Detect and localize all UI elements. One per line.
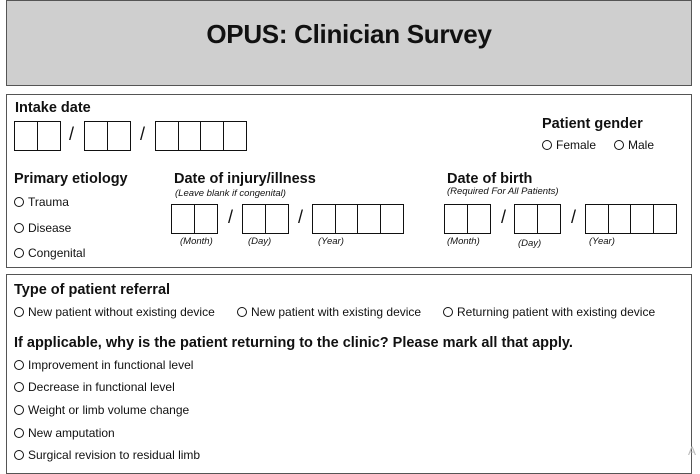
returning-option-surgical-revision[interactable]: Surgical revision to residual limb xyxy=(14,448,200,462)
patient-info-panel xyxy=(6,94,692,268)
returning-amputation-label: New amputation xyxy=(28,426,115,440)
referral-option-returning-with-device[interactable]: Returning patient with existing device xyxy=(443,305,655,319)
gender-option-male[interactable]: Male xyxy=(614,138,654,152)
referral-type-label: Type of patient referral xyxy=(14,282,171,298)
returning-surgical-checkbox[interactable] xyxy=(14,450,24,460)
birth-year-caption: (Year) xyxy=(589,236,615,247)
etiology-option-congenital[interactable]: Congenital xyxy=(14,246,85,260)
birth-date-label: Date of birth xyxy=(447,171,533,187)
returning-surgical-label: Surgical revision to residual limb xyxy=(28,448,201,462)
intake-year-digit-2[interactable] xyxy=(177,121,202,151)
etiology-congenital-radio[interactable] xyxy=(14,248,24,258)
etiology-option-trauma[interactable]: Trauma xyxy=(14,195,69,209)
returning-reason-question: If applicable, why is the patient return… xyxy=(14,335,573,351)
birth-year-digit-3[interactable] xyxy=(630,204,654,234)
injury-month-caption: (Month) xyxy=(180,236,213,247)
injury-year-digit-1[interactable] xyxy=(312,204,336,234)
birth-day-caption: (Day) xyxy=(518,238,542,249)
intake-year-boxes xyxy=(155,121,247,151)
intake-month-digit-1[interactable] xyxy=(14,121,38,151)
etiology-trauma-radio[interactable] xyxy=(14,197,24,207)
referral-new-with-label: New patient with existing device xyxy=(251,305,422,319)
etiology-disease-label: Disease xyxy=(28,221,72,235)
returning-improvement-label: Improvement in functional level xyxy=(28,358,194,372)
injury-slash-2: / xyxy=(298,207,304,227)
referral-returning-radio[interactable] xyxy=(443,307,453,317)
etiology-disease-radio[interactable] xyxy=(14,223,24,233)
referral-option-new-with-device[interactable]: New patient with existing device xyxy=(237,305,421,319)
referral-option-new-without-device[interactable]: New patient without existing device xyxy=(14,305,215,319)
injury-month-digit-1[interactable] xyxy=(171,204,195,234)
birth-date-note: (Required For All Patients) xyxy=(447,186,559,197)
intake-day-boxes xyxy=(84,121,131,151)
returning-improvement-checkbox[interactable] xyxy=(14,360,24,370)
gender-female-label: Female xyxy=(556,138,597,152)
birth-slash-1: / xyxy=(501,207,507,227)
birth-year-boxes xyxy=(585,204,677,234)
etiology-congenital-label: Congenital xyxy=(28,246,86,260)
injury-year-boxes xyxy=(312,204,404,234)
returning-option-decrease[interactable]: Decrease in functional level xyxy=(14,380,175,394)
injury-date-note: (Leave blank if congenital) xyxy=(175,188,286,199)
survey-header: OPUS: Clinician Survey xyxy=(6,0,692,86)
referral-new-with-radio[interactable] xyxy=(237,307,247,317)
etiology-option-disease[interactable]: Disease xyxy=(14,221,71,235)
intake-slash-2: / xyxy=(140,124,146,144)
etiology-trauma-label: Trauma xyxy=(28,195,69,209)
intake-day-digit-1[interactable] xyxy=(84,121,108,151)
injury-day-digit-1[interactable] xyxy=(242,204,266,234)
birth-month-digit-1[interactable] xyxy=(444,204,468,234)
intake-month-digit-2[interactable] xyxy=(36,121,61,151)
injury-year-digit-4[interactable] xyxy=(379,204,404,234)
returning-option-weight-change[interactable]: Weight or limb volume change xyxy=(14,403,189,417)
birth-day-boxes xyxy=(514,204,561,234)
returning-weight-checkbox[interactable] xyxy=(14,405,24,415)
patient-gender-label: Patient gender xyxy=(542,116,643,132)
intake-month-boxes xyxy=(14,121,61,151)
birth-month-caption: (Month) xyxy=(447,236,480,247)
injury-day-caption: (Day) xyxy=(248,236,272,247)
injury-day-boxes xyxy=(242,204,289,234)
intake-day-digit-2[interactable] xyxy=(106,121,131,151)
intake-year-digit-4[interactable] xyxy=(222,121,247,151)
intake-slash-1: / xyxy=(69,124,75,144)
intake-year-digit-1[interactable] xyxy=(155,121,179,151)
returning-decrease-checkbox[interactable] xyxy=(14,382,24,392)
returning-option-improvement[interactable]: Improvement in functional level xyxy=(14,358,193,372)
birth-day-digit-1[interactable] xyxy=(514,204,538,234)
referral-returning-label: Returning patient with existing device xyxy=(457,305,656,319)
gender-male-label: Male xyxy=(628,138,655,152)
returning-amputation-checkbox[interactable] xyxy=(14,428,24,438)
gender-female-radio[interactable] xyxy=(542,140,552,150)
injury-day-digit-2[interactable] xyxy=(264,204,289,234)
injury-date-label: Date of injury/illness xyxy=(174,171,316,187)
referral-new-without-radio[interactable] xyxy=(14,307,24,317)
injury-month-boxes xyxy=(171,204,218,234)
returning-decrease-label: Decrease in functional level xyxy=(28,380,175,394)
injury-year-digit-2[interactable] xyxy=(334,204,359,234)
page-title: OPUS: Clinician Survey xyxy=(206,19,492,49)
birth-month-boxes xyxy=(444,204,491,234)
birth-slash-2: / xyxy=(571,207,577,227)
gender-option-female[interactable]: Female xyxy=(542,138,596,152)
injury-slash-1: / xyxy=(228,207,234,227)
birth-month-digit-2[interactable] xyxy=(466,204,491,234)
injury-month-digit-2[interactable] xyxy=(193,204,218,234)
returning-weight-label: Weight or limb volume change xyxy=(28,403,190,417)
intake-year-digit-3[interactable] xyxy=(200,121,224,151)
birth-day-digit-2[interactable] xyxy=(536,204,561,234)
birth-year-digit-2[interactable] xyxy=(607,204,632,234)
referral-new-without-label: New patient without existing device xyxy=(28,305,215,319)
intake-date-label: Intake date xyxy=(15,100,91,116)
gender-male-radio[interactable] xyxy=(614,140,624,150)
returning-option-new-amputation[interactable]: New amputation xyxy=(14,426,115,440)
injury-year-caption: (Year) xyxy=(318,236,344,247)
birth-year-digit-4[interactable] xyxy=(652,204,677,234)
corner-mark: A xyxy=(688,444,697,458)
birth-year-digit-1[interactable] xyxy=(585,204,609,234)
referral-panel xyxy=(6,274,692,474)
primary-etiology-label: Primary etiology xyxy=(14,171,128,187)
injury-year-digit-3[interactable] xyxy=(357,204,381,234)
